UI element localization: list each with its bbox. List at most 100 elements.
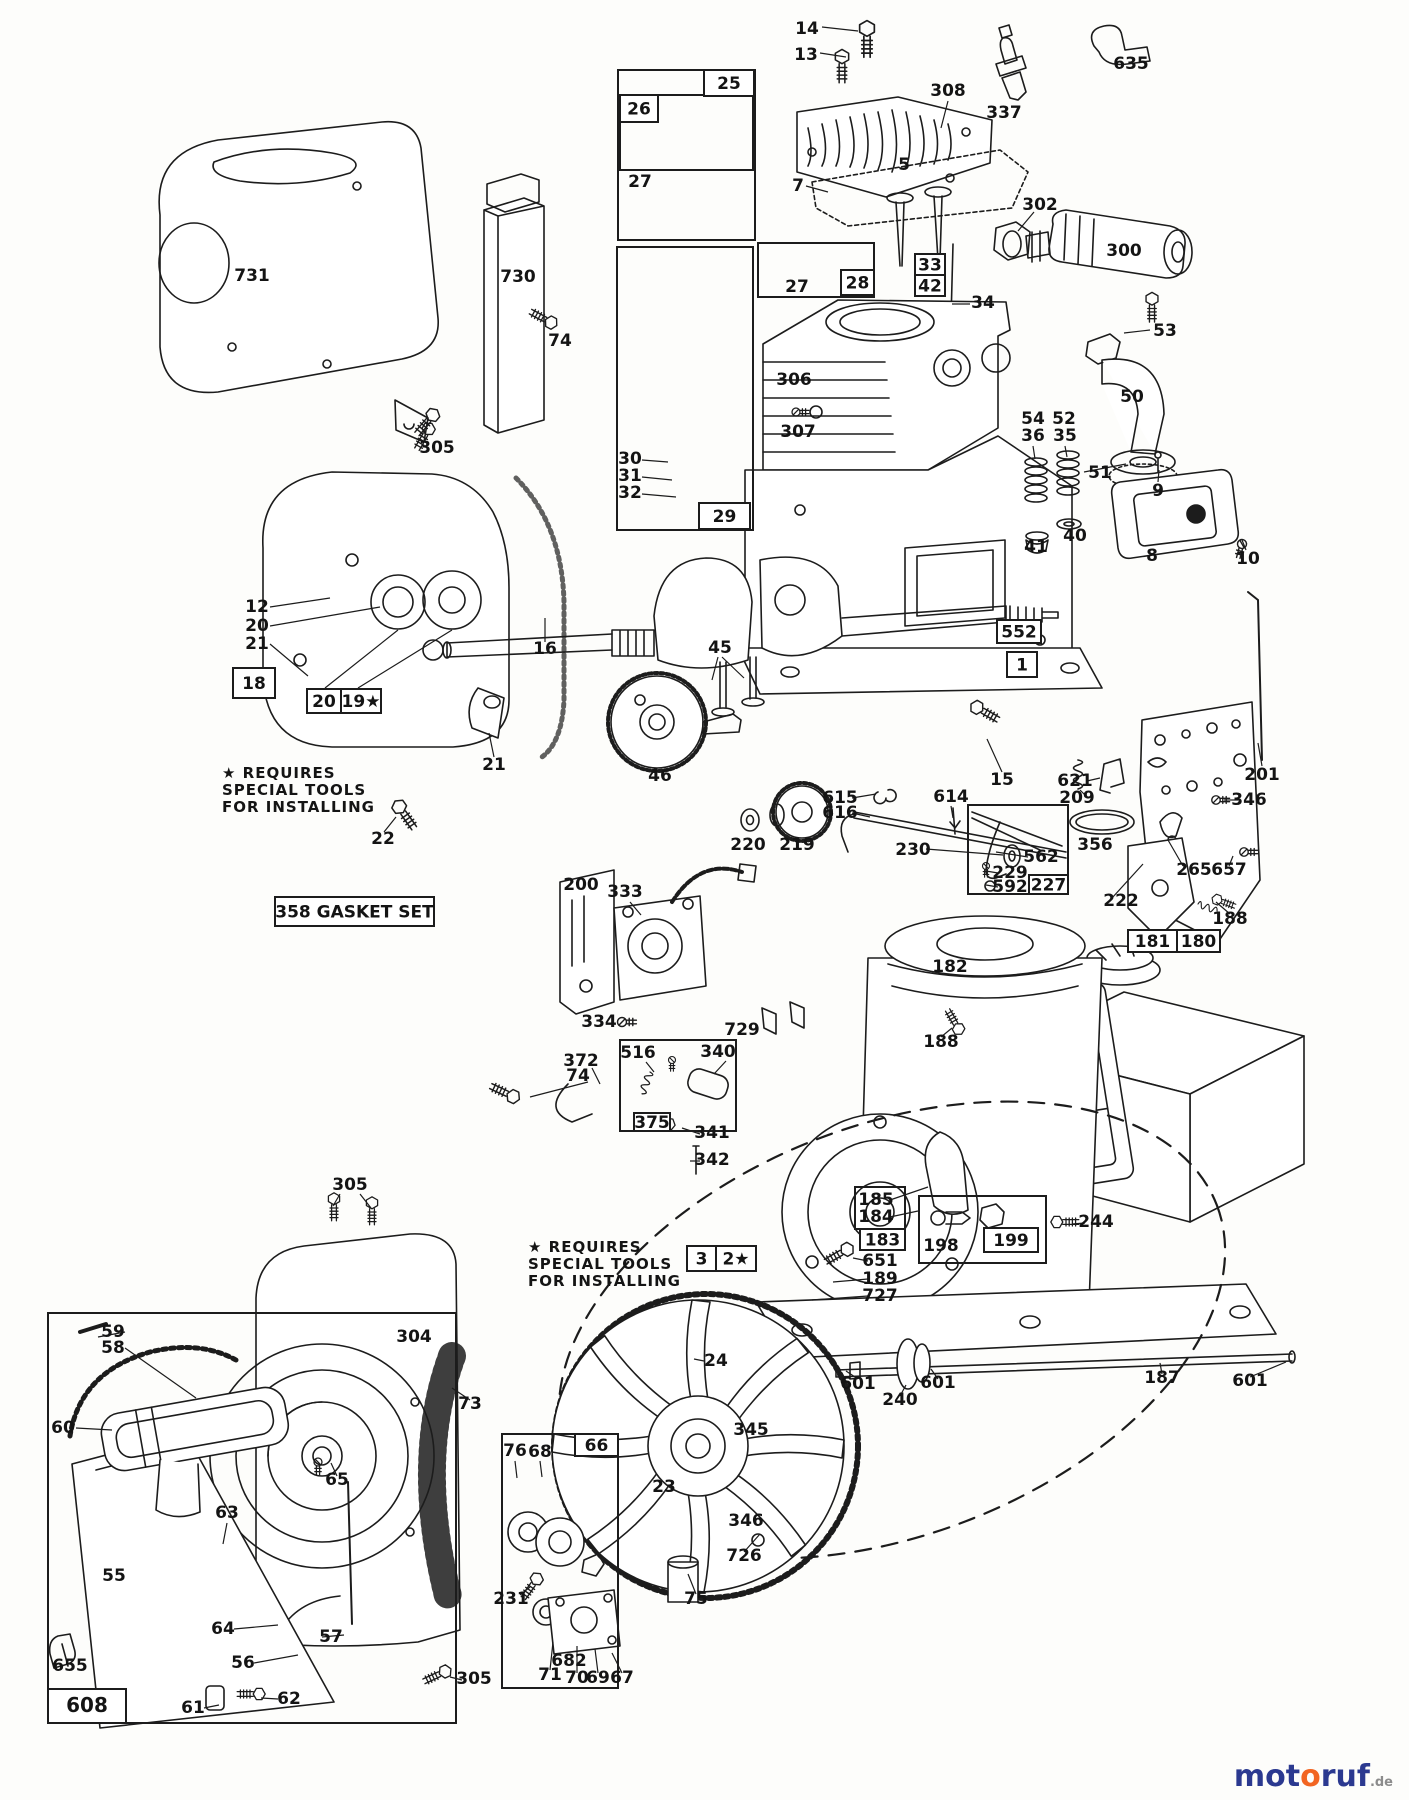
boxed-label-text-2★: 2★: [722, 1250, 749, 1270]
part-label-63: 63: [215, 1503, 239, 1523]
boxed-label-552: [996, 619, 1042, 644]
boxed-label-1: [1006, 651, 1038, 678]
part-label-53: 53: [1153, 321, 1177, 341]
part-label-222: 222: [1103, 891, 1139, 911]
part-label-346: 346: [728, 1511, 764, 1531]
diagram-art: [48, 19, 1305, 1729]
boxed-label-text-227: 227: [1031, 876, 1067, 896]
boxed-label-199: [983, 1227, 1039, 1253]
group-box: [918, 1195, 1047, 1264]
part-label-342: 342: [694, 1150, 730, 1170]
part-label-21: 21: [245, 634, 269, 654]
part-label-68: 68: [528, 1442, 552, 1462]
part-label-65: 65: [325, 1470, 349, 1490]
part-label-635: 635: [1113, 54, 1149, 74]
group-box: [617, 69, 756, 241]
part-label-34: 34: [971, 293, 995, 313]
part-label-231: 231: [493, 1589, 529, 1609]
part-label-334: 334: [581, 1012, 617, 1032]
boxed-label-19★: [340, 688, 382, 714]
boxed-label-42: [914, 274, 946, 297]
part-label-220: 220: [730, 835, 766, 855]
part-label-333: 333: [607, 882, 643, 902]
part-label-10: 10: [1236, 549, 1260, 569]
part-label-305: 305: [332, 1175, 368, 1195]
part-label-21: 21: [482, 755, 506, 775]
part-label-24: 24: [704, 1351, 728, 1371]
boxed-label-text-199: 199: [993, 1231, 1029, 1251]
part-label-592: 592: [992, 877, 1028, 897]
boxed-label-66: [574, 1433, 619, 1457]
part-label-71: 71: [538, 1665, 562, 1685]
part-label-58: 58: [101, 1338, 125, 1358]
part-label-229: 229: [992, 863, 1028, 883]
part-label-9: 9: [1152, 481, 1164, 501]
part-label-74: 74: [548, 331, 572, 351]
boxed-label-29: [698, 502, 751, 530]
boxed-label-text-1: 1: [1016, 656, 1028, 676]
boxed-label-text-19★: 19★: [342, 692, 381, 712]
part-label-30: 30: [618, 449, 642, 469]
boxed-label-text-29: 29: [713, 507, 737, 527]
part-label-601: 601: [920, 1373, 956, 1393]
part-label-340: 340: [700, 1042, 736, 1062]
boxed-label-227: [1028, 874, 1069, 895]
part-label-73: 73: [458, 1394, 482, 1414]
boxed-label-text-358 GASKET SET: 358 GASKET SET: [275, 903, 434, 923]
part-label-265: 265: [1176, 860, 1212, 880]
part-label-22: 22: [371, 829, 395, 849]
boxed-label-text-608: 608: [66, 1693, 108, 1717]
boxed-label-text-26: 26: [627, 100, 651, 120]
part-label-5: 5: [898, 155, 910, 175]
watermark-segment: ruf: [1320, 1759, 1370, 1794]
part-label-20: 20: [245, 616, 269, 636]
part-label-562: 562: [1023, 847, 1059, 867]
part-label-70: 70: [565, 1668, 589, 1688]
part-label-75: 75: [684, 1589, 708, 1609]
part-label-201: 201: [1244, 765, 1280, 785]
part-label-727: 727: [862, 1286, 898, 1306]
part-label-185: 185: [858, 1190, 894, 1210]
part-label-13: 13: [794, 45, 818, 65]
part-label-12: 12: [245, 597, 269, 617]
boxed-label-2★: [715, 1245, 757, 1272]
part-label-616: 616: [822, 803, 858, 823]
part-label-7: 7: [792, 176, 804, 196]
part-label-74: 74: [566, 1066, 590, 1086]
boxed-label-25: [703, 69, 755, 97]
part-label-59: 59: [101, 1322, 125, 1342]
part-label-198: 198: [923, 1236, 959, 1256]
part-label-341: 341: [694, 1123, 730, 1143]
group-box: [967, 804, 1069, 895]
part-label-61: 61: [181, 1698, 205, 1718]
part-label-614: 614: [933, 787, 969, 807]
part-label-67: 67: [610, 1668, 634, 1688]
part-label-615: 615: [822, 788, 858, 808]
part-label-337: 337: [986, 103, 1022, 123]
part-label-304: 304: [396, 1327, 432, 1347]
boxed-label-375: [633, 1112, 671, 1132]
leader-lines: [75, 26, 1287, 1709]
part-label-219: 219: [779, 835, 815, 855]
part-label-187: 187: [1144, 1368, 1180, 1388]
part-label-651: 651: [862, 1251, 898, 1271]
part-label-76: 76: [503, 1441, 527, 1461]
motoruf-watermark: motoruf.de: [1234, 1759, 1393, 1794]
part-label-182: 182: [932, 957, 968, 977]
part-label-308: 308: [930, 81, 966, 101]
part-label-516: 516: [620, 1043, 656, 1063]
part-label-64: 64: [211, 1619, 235, 1639]
part-label-655: 655: [52, 1656, 88, 1676]
part-label-62: 62: [277, 1689, 301, 1709]
group-box: [616, 246, 754, 531]
part-label-209: 209: [1059, 788, 1095, 808]
boxed-label-358 GASKET SET: [274, 896, 435, 927]
part-label-46: 46: [648, 766, 672, 786]
part-label-372: 372: [563, 1051, 599, 1071]
boxed-label-18: [232, 667, 276, 699]
part-label-27: 27: [628, 172, 652, 192]
part-label-305: 305: [456, 1669, 492, 1689]
boxed-label-608: [47, 1688, 127, 1724]
part-label-55: 55: [102, 1566, 126, 1586]
part-label-230: 230: [895, 840, 931, 860]
